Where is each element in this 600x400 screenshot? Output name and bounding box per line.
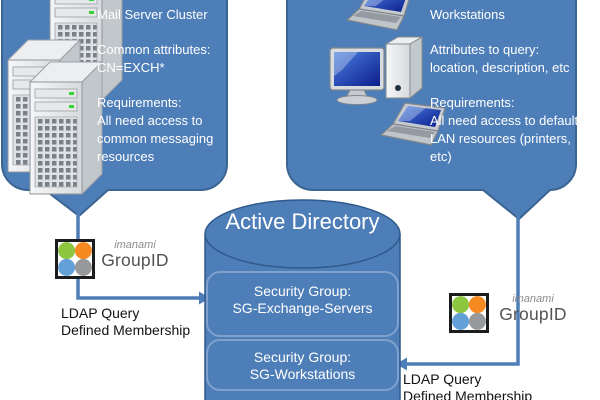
left-callout-attributes-value: CN=EXCH* [97, 60, 165, 75]
left-callout-requirements-line: All need access to [97, 113, 203, 128]
groupid-product-text: GroupID [101, 250, 169, 270]
left-callout-title: Mail Server Cluster [97, 7, 208, 22]
left-callout-requirements-label: Requirements: [97, 95, 182, 110]
security-group-workstations-label: Security Group: SG-Workstations [207, 349, 398, 383]
ldap-query-text: LDAP Query [403, 371, 482, 387]
imanami-brand-text: imanami [512, 293, 554, 305]
left-ldap-caption: LDAP Query Defined Membership [61, 305, 190, 339]
right-ldap-caption: LDAP Query Defined Membership [403, 371, 532, 400]
security-group-exchange-label: Security Group: SG-Exchange-Servers [207, 283, 398, 317]
right-callout-title: Workstations [430, 7, 505, 22]
groupid-wordmark-right: imanami GroupID [497, 293, 569, 324]
security-group-box-exchange [206, 271, 399, 337]
security-group-box-workstations [206, 339, 399, 391]
groupid-product-text: GroupID [499, 304, 567, 324]
active-directory-title: Active Directory [225, 209, 380, 234]
right-callout-text: Workstations Attributes to query: locati… [430, 6, 580, 183]
left-callout-requirements-line: common messaging [97, 131, 214, 146]
right-callout-attributes-value: location, description, etc [430, 60, 570, 75]
ldap-query-text: LDAP Query [61, 305, 140, 321]
imanami-brand-text: imanami [114, 239, 156, 251]
right-callout-attributes-label: Attributes to query: [430, 42, 540, 57]
left-callout-text: Mail Server Cluster Common attributes: C… [97, 6, 227, 183]
right-callout-requirements-line: LAN resources (printers, [430, 131, 571, 146]
groupid-wordmark-left: imanami GroupID [99, 239, 171, 270]
right-callout-requirements-label: Requirements: [430, 95, 515, 110]
left-callout-requirements-line: resources [97, 149, 155, 164]
server-tower-icon [29, 61, 103, 195]
security-group-name: SG-Exchange-Servers [232, 300, 373, 316]
left-callout-attributes-label: Common attributes: [97, 42, 211, 57]
right-callout-requirements-line: All need access to default [430, 113, 579, 128]
defined-membership-text: Defined Membership [403, 388, 533, 400]
security-group-label: Security Group: [253, 283, 352, 299]
right-callout-requirements-line: etc) [430, 149, 452, 164]
defined-membership-text: Defined Membership [61, 322, 191, 338]
security-group-label: Security Group: [253, 349, 352, 365]
groupid-logo-icon [449, 293, 489, 333]
groupid-logo-icon [55, 239, 95, 279]
security-group-name: SG-Workstations [249, 366, 356, 382]
right-ldap-arrow [396, 214, 520, 371]
